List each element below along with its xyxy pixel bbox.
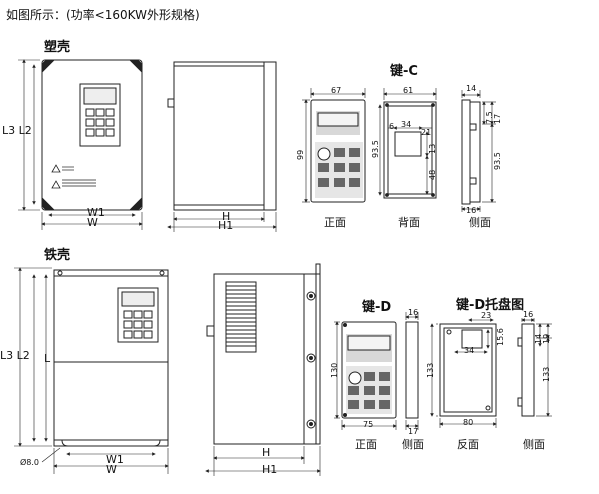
keypad-d-side-dims [405,312,419,430]
keypad-c-front-dims [302,88,366,203]
iron-w: W [106,463,117,476]
iron-h1: H1 [262,463,278,476]
tray-dim-23: 23 [481,311,492,320]
keypad-c-dim-17: 17 [493,113,502,124]
iron-front-view [53,269,169,447]
tray-dim-133-side: 133 [542,366,551,382]
tray-reverse-dims [430,318,497,428]
keypad-c-side-dims [461,90,496,212]
keypad-d-front-dims [334,321,397,430]
plastic-w: W [87,216,98,229]
plastic-left-dims: L3 L2 [2,124,32,137]
iron-side-dims [205,446,321,476]
iron-dim-lines [14,267,169,474]
keypad-c-title: 键-C [390,64,418,79]
tray-side-dims [521,318,552,417]
plastic-title: 塑壳 [44,40,71,55]
plastic-dim-lines [18,59,143,230]
keypad-c-back-label: 背面 [398,216,420,229]
plastic-w1: W1 [87,206,105,219]
keypad-c-dim-34: 34 [401,120,412,129]
keypad-d-side-label: 侧面 [402,438,424,451]
tray-dim-16: 16 [523,310,534,319]
iron-w1: W1 [106,453,124,466]
keypad-c-dim-13: 13 [428,143,437,154]
tray-side-view [517,323,535,417]
keypad-c-side-view [461,99,481,205]
keypad-c-dim-16: 16 [466,206,477,215]
keypad-d-dim-16: 16 [408,308,419,317]
plastic-side-view [167,61,277,211]
keypad-d-dim-17: 17 [408,427,419,436]
keypad-c-dim-14: 14 [466,84,477,93]
tray-title: 键-D托盘图 [456,298,525,313]
tray-reverse-view [439,323,497,417]
keypad-d-side-view [405,321,419,419]
tray-dim-19: 19 [542,333,551,344]
iron-left-dims: L3 L2 [0,349,30,362]
keypad-c-dim-48: 48 [428,169,437,180]
iron-side-view [206,263,321,445]
tray-dim-80: 80 [463,418,474,427]
keypad-c-dim-21: 21 [421,128,432,137]
tray-dim-15-6: 15.6 [496,328,505,346]
tray-dim-34: 34 [464,346,475,355]
keypad-c-side-label: 侧面 [469,216,491,229]
keypad-d-dim-75: 75 [363,420,374,429]
keypad-d-front-label: 正面 [355,438,377,451]
keypad-c-dim-93-5-side: 93.5 [493,152,502,170]
iron-title: 铁壳 [44,248,71,263]
keypad-d-title: 键-D [362,300,392,315]
keypad-c-dim-93-5-back: 93.5 [371,140,380,158]
page-caption: 如图所示：(功率<160KW外形规格) [6,8,200,22]
keypad-c-dim-99: 99 [296,149,305,160]
keypad-c-dim-61: 61 [403,86,414,95]
plastic-front-view [41,59,143,211]
tray-dim-133-reverse: 133 [426,362,435,378]
tray-reverse-label: 反面 [457,438,479,451]
iron-h: H [262,446,271,459]
iron-l: L [44,352,51,365]
iron-hole: Ø8.0 [20,458,40,467]
keypad-c-dim-6: 6 [389,122,395,131]
tray-side-label: 侧面 [523,438,545,451]
plastic-h1: H1 [218,219,234,232]
keypad-c-back-dims [378,88,437,196]
keypad-c-dim-67: 67 [331,86,342,95]
keypad-c-front-view [310,99,366,203]
plastic-h: H [222,210,231,223]
plastic-side-dims [167,212,277,232]
keypad-c-front-label: 正面 [324,216,346,229]
keypad-d-dim-130: 130 [330,362,339,378]
keypad-d-front-view [341,321,397,419]
